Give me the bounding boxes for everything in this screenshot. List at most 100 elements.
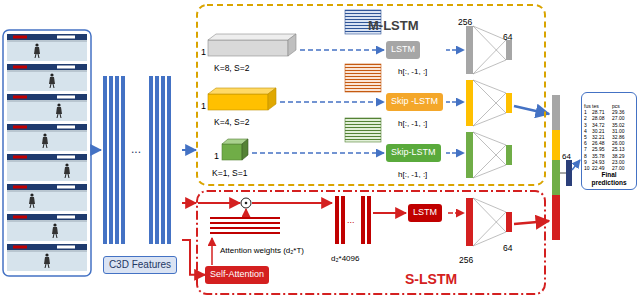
feature-bars	[103, 76, 171, 244]
box-label: Skip -LSTM	[391, 96, 438, 108]
table-cell: fus	[584, 103, 591, 109]
connector	[182, 202, 196, 204]
flow-arrow	[245, 209, 247, 215]
box-label: LSTM	[391, 44, 415, 56]
label-slot: 64	[503, 238, 512, 254]
layer-bar	[506, 145, 512, 165]
skater	[44, 253, 50, 268]
annotation: K=1, S=1	[212, 168, 247, 178]
skater	[49, 73, 55, 88]
feature-bar	[103, 76, 107, 244]
flow-arrow	[211, 238, 213, 265]
skater	[34, 43, 40, 58]
layer-bar	[466, 132, 473, 178]
table-cell: 27.00	[612, 115, 625, 121]
feature-bar	[109, 76, 113, 244]
table-cell: 3	[584, 122, 587, 128]
table-cell: 30.21	[592, 128, 605, 134]
label-slot: tes	[592, 95, 599, 111]
annotation: d₂*4096	[331, 254, 359, 263]
label-slot: Attention weights (d₂*T)	[220, 240, 304, 256]
module-group: S-LSTM Self-Attention LSTM	[196, 190, 546, 295]
table-cell: 1	[584, 109, 587, 115]
table-cell: 9	[584, 159, 587, 165]
video-frame	[7, 64, 87, 91]
table-cell: tes	[592, 103, 599, 109]
concat-bar	[552, 95, 560, 130]
flow-arrow	[572, 160, 580, 170]
box-label: LSTM	[413, 207, 437, 219]
annotation: 64	[503, 243, 512, 253]
flow-arrow	[198, 202, 240, 204]
annotation: 1	[214, 151, 219, 161]
table-cell: 28.71	[592, 109, 605, 115]
label-slot: ...	[131, 140, 141, 156]
flow-arrow	[280, 101, 384, 103]
sequence-stack	[345, 64, 381, 92]
flow-arrow	[300, 49, 384, 51]
feature-bars	[335, 196, 371, 244]
annotation: Attention weights (d₂*T)	[220, 246, 304, 255]
table-cell: 8	[584, 153, 587, 159]
table-caption: Final predictions	[584, 171, 634, 187]
table-cell: 26.48	[592, 140, 605, 146]
table-cell: 5	[584, 134, 587, 140]
feature-bar	[161, 76, 165, 244]
feature-label: C3D Features	[103, 256, 177, 274]
table-cell: 31.00	[612, 128, 625, 134]
annotation: 1	[201, 101, 206, 111]
flow-arrow	[448, 212, 464, 214]
label-slot: 256	[459, 250, 473, 266]
annotation: h[:, -1, :]	[398, 170, 427, 179]
label-slot: 1	[201, 96, 206, 112]
label-slot: h[:, -1, :]	[398, 61, 427, 77]
flow-arrow	[514, 221, 549, 224]
annotation: ...	[131, 142, 141, 156]
label-slot: h[:, -1, :]	[398, 164, 427, 180]
feature-block: C3D Features	[98, 70, 182, 276]
video-frame	[7, 34, 87, 61]
table-cell: 34.72	[592, 122, 605, 128]
flow-arrow	[252, 152, 384, 154]
feature-bar	[121, 76, 125, 244]
layer-bar	[566, 160, 572, 186]
label-slot: h[:, -1, :]	[398, 113, 427, 129]
flow-arrow	[446, 101, 464, 103]
video-frame	[7, 214, 87, 241]
video-frame	[7, 244, 87, 271]
table-cell: 27.00	[612, 165, 625, 171]
box-label: Self-Attention	[210, 269, 264, 281]
module-group: M-LSTMLSTMSkip -LSTMSkip-LSTM	[196, 4, 546, 186]
label-slot: 1	[214, 146, 219, 162]
annotation: 256	[459, 255, 473, 265]
layer-bar	[466, 80, 473, 126]
label-slot: 64	[562, 146, 571, 162]
annotation: h[:, -1, :]	[398, 67, 427, 76]
group-outline	[197, 191, 545, 294]
feature-bar	[155, 76, 159, 244]
table-cell: 7	[584, 146, 587, 152]
label-slot: K=4, S=2	[214, 112, 249, 128]
label-slot: K=1, S=1	[212, 163, 247, 179]
skater	[29, 193, 35, 208]
group-outline	[197, 5, 545, 185]
label-slot: K=8, S=2	[214, 58, 249, 74]
label-slot: 64	[503, 27, 512, 43]
table-cell: 25.13	[612, 146, 625, 152]
annotation: 64	[503, 32, 512, 42]
annotation: ...	[347, 215, 355, 225]
layer-bar	[466, 26, 473, 74]
concat-bar	[552, 130, 560, 160]
flow-arrow	[252, 202, 332, 204]
annotation: 64	[562, 152, 571, 161]
fc-links	[560, 173, 566, 174]
cuboid	[208, 34, 296, 56]
attention-weights	[210, 218, 280, 233]
flow-arrow	[373, 212, 406, 214]
table-cell: 29.36	[612, 109, 625, 115]
table-cell: 6	[584, 140, 587, 146]
group-title: S-LSTM	[405, 271, 457, 288]
cuboid	[222, 139, 248, 160]
frame-strip	[3, 30, 91, 276]
concat-bar	[552, 160, 560, 195]
